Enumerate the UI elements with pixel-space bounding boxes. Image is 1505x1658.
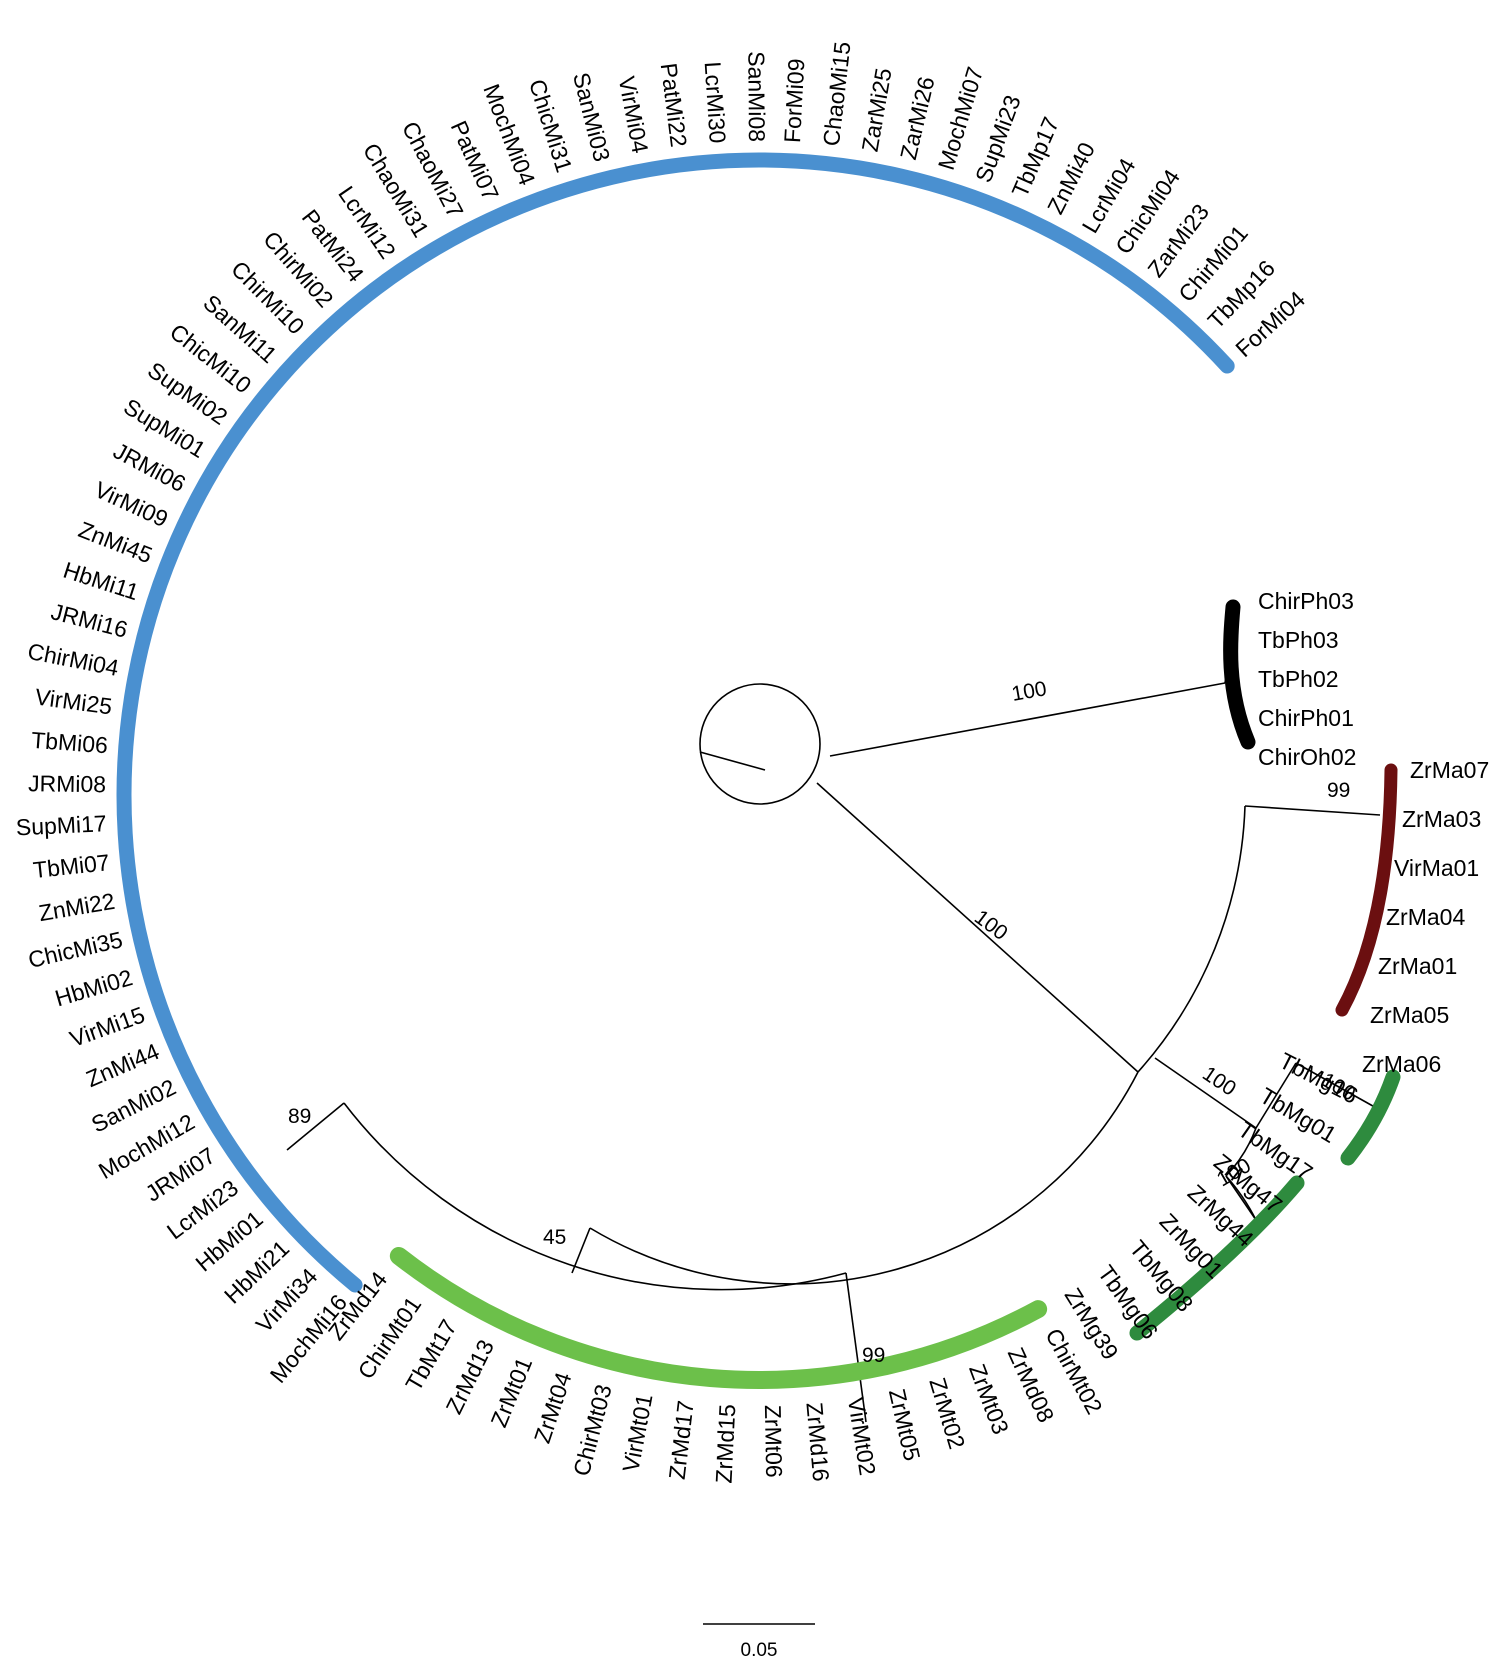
- tip-label: ZrMd15: [710, 1404, 740, 1484]
- tip-label: ZrMt01: [486, 1353, 538, 1430]
- tip-labels: ForMi04TbMp16ChirMi01ZarMi23ChicMi04LcrM…: [15, 40, 1489, 1484]
- tip-label: JRMi16: [48, 598, 130, 643]
- tip-label: ZrMa04: [1386, 904, 1465, 930]
- tip-label: HbMi02: [52, 964, 135, 1011]
- tip-label: TbPh02: [1258, 666, 1339, 692]
- tip-label: TbMi07: [32, 849, 111, 883]
- tip-label: ChirOh02: [1258, 744, 1356, 770]
- tip-label: PatMi22: [656, 62, 692, 149]
- tip-label: ChirPh01: [1258, 705, 1354, 731]
- tip-label: LcrMi30: [700, 61, 731, 144]
- root-stub: [699, 751, 766, 771]
- tip-label: ZrMt05: [884, 1386, 926, 1463]
- scale-bar: 0.05: [703, 1623, 815, 1658]
- tip-label: ZarMi26: [895, 74, 940, 162]
- bootstrap-mimd: 45: [543, 1226, 566, 1249]
- tip-label: TbPh03: [1258, 627, 1339, 653]
- tip-label: ZrMt03: [964, 1360, 1014, 1437]
- clade-arc-ph: [1223, 599, 1256, 750]
- tip-label: VirMi04: [614, 74, 654, 155]
- branch-mg-arc: [1225, 1127, 1257, 1177]
- branch-mg-outer: [1225, 1175, 1257, 1221]
- branch-ph: [829, 682, 1226, 757]
- branch-main-arc: [589, 1071, 1139, 1285]
- bootstrap-ma: 99: [1327, 779, 1350, 802]
- branch-mimd-stem: [571, 1227, 591, 1274]
- tip-label: ChirMi04: [26, 638, 122, 681]
- scale-bar-label: 0.05: [741, 1640, 778, 1658]
- tip-label: ChirMt03: [568, 1382, 617, 1479]
- tip-label: ChicMi35: [26, 926, 125, 973]
- branch-ma: [1244, 805, 1381, 816]
- branch-md-stem: [845, 1272, 867, 1423]
- tip-label: ZarMi25: [857, 66, 897, 154]
- branch-main: [816, 782, 1139, 1073]
- tip-label: ZrMt02: [924, 1375, 970, 1452]
- tip-label: ZrMt04: [529, 1369, 577, 1447]
- branch-mg-inner2: [1295, 1062, 1381, 1111]
- root-circle: [699, 683, 821, 805]
- clade-arc-ma: [1335, 763, 1398, 1017]
- branch-mamg-arc: [1137, 805, 1246, 1073]
- branch-mimd-arc: [343, 1102, 847, 1291]
- tip-label: TbMi06: [30, 727, 108, 759]
- tip-label: SupMi17: [15, 810, 107, 840]
- tip-label: VirMa01: [1394, 855, 1479, 881]
- clade-arc-md: [389, 1246, 1048, 1389]
- bootstrap-mi: 89: [288, 1105, 311, 1128]
- tip-label: SanMi03: [568, 70, 615, 164]
- tip-label: ZrMa03: [1402, 806, 1481, 832]
- tip-label: ZrMd08: [1003, 1343, 1060, 1426]
- tree-branches: [286, 639, 1381, 1423]
- tip-label: ZrMd16: [801, 1401, 834, 1482]
- clade-arc-mg: [1129, 1069, 1401, 1341]
- tip-label: ZrMa05: [1370, 1002, 1449, 1028]
- tip-label: ZrMa07: [1410, 757, 1489, 783]
- tip-label: ForMi09: [779, 58, 809, 144]
- tip-label: ZnMi22: [37, 888, 117, 926]
- tip-label: VirMi25: [33, 683, 113, 719]
- branch-mg: [1154, 1057, 1257, 1129]
- branch-mg-inner: [1255, 1062, 1297, 1129]
- tip-label: ZrMd17: [664, 1399, 699, 1481]
- tip-label: HbMi11: [60, 557, 142, 606]
- tip-label: ZrMa06: [1362, 1051, 1441, 1077]
- tip-label: ZrMa01: [1378, 953, 1457, 979]
- branch-mi-stem: [286, 1102, 345, 1151]
- tip-label: ChaoMi15: [818, 40, 856, 147]
- bootstrap-md: 99: [862, 1344, 885, 1367]
- tip-label: ZrMt06: [760, 1405, 787, 1478]
- tip-label: VirMt02: [843, 1395, 881, 1477]
- tip-label: SanMi08: [743, 51, 770, 142]
- clade-arc-mi: [116, 152, 1235, 1293]
- tip-label: ChirPh03: [1258, 588, 1354, 614]
- tip-label: JRMi08: [28, 770, 106, 797]
- tip-label: VirMt01: [617, 1392, 657, 1474]
- bootstrap-ph: 100: [1010, 677, 1049, 706]
- clade-arcs: [116, 152, 1401, 1389]
- bootstrap-main: 100: [970, 906, 1012, 945]
- bootstrap-mg-ma: 100: [1198, 1062, 1240, 1101]
